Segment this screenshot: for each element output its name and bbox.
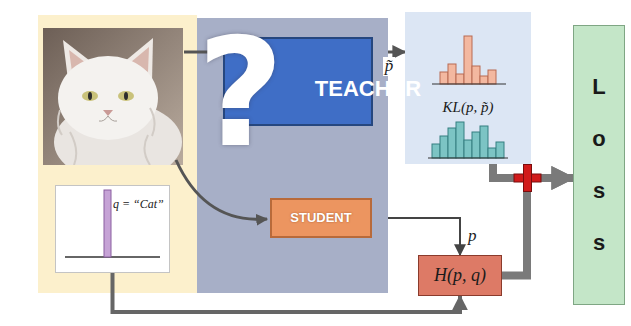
node-text: H(p, q) bbox=[434, 265, 486, 287]
histogram-axis bbox=[65, 256, 160, 258]
plus-bar bbox=[524, 165, 532, 192]
input-arrow bbox=[184, 51, 221, 54]
cat-nose bbox=[103, 110, 113, 116]
cat-mouth bbox=[99, 116, 117, 121]
cat-pupil bbox=[88, 92, 92, 100]
cat-fur bbox=[58, 108, 155, 165]
histogram-bar bbox=[480, 126, 488, 158]
distillation-panel: TEACHERSTUDENT? bbox=[197, 18, 388, 293]
teacher-histogram bbox=[432, 36, 506, 84]
input-arrow bbox=[176, 160, 267, 219]
node-text: STUDENT bbox=[290, 210, 351, 226]
student-box: STUDENT bbox=[270, 198, 372, 238]
cat-ear bbox=[63, 40, 94, 80]
histogram-bar bbox=[472, 66, 480, 84]
cat-ear bbox=[124, 38, 153, 82]
cat-eye bbox=[82, 91, 98, 101]
histogram-bar bbox=[104, 190, 111, 257]
edge-label: p̃ bbox=[383, 57, 396, 76]
kl-panel: KL(p, p̃) bbox=[405, 12, 531, 164]
histogram-bar bbox=[440, 136, 448, 158]
student-histogram bbox=[428, 122, 508, 158]
plus-symbol bbox=[514, 165, 541, 192]
histogram-bar bbox=[456, 122, 464, 158]
cat-ear-inner bbox=[131, 47, 149, 72]
cat-eye bbox=[118, 91, 134, 101]
histogram-bar bbox=[456, 74, 464, 84]
histogram-bar bbox=[480, 76, 488, 84]
histogram-bar bbox=[432, 144, 440, 158]
connector-arrow bbox=[493, 164, 573, 178]
histogram-bar bbox=[464, 36, 472, 84]
label-histogram-box: q = “Cat” bbox=[55, 185, 170, 273]
edge-label: p bbox=[466, 227, 479, 246]
node-text: TEACHER bbox=[315, 76, 421, 102]
node-text: ? bbox=[197, 18, 284, 168]
histogram-bar bbox=[464, 140, 472, 158]
cat-photo bbox=[43, 28, 183, 165]
histogram-bar bbox=[496, 142, 504, 158]
histogram-bar bbox=[488, 70, 496, 84]
histogram-bar bbox=[448, 64, 456, 84]
loss-box: L o s s bbox=[573, 25, 625, 305]
histogram-bar bbox=[448, 128, 456, 158]
histogram-axis bbox=[432, 84, 506, 85]
input-panel bbox=[38, 15, 197, 293]
cross-entropy-box: H(p, q) bbox=[418, 255, 502, 296]
plus-bar bbox=[514, 174, 541, 182]
cat-pupil bbox=[124, 92, 128, 100]
cat-head bbox=[58, 56, 158, 140]
node-text: L o s s bbox=[588, 61, 610, 269]
photo-background bbox=[43, 28, 183, 165]
connector-arrow bbox=[502, 178, 573, 276]
histogram-axis bbox=[428, 158, 508, 159]
node-text: KL(p, p̃) bbox=[443, 98, 494, 116]
label-histogram bbox=[65, 190, 160, 257]
plus-center bbox=[524, 175, 531, 182]
histogram-bar bbox=[472, 132, 480, 158]
cat-ear-inner bbox=[69, 50, 86, 72]
histogram-bar bbox=[440, 72, 448, 84]
cat-body bbox=[54, 102, 182, 165]
histogram-bar bbox=[488, 148, 496, 158]
node-text: q = “Cat” bbox=[113, 197, 164, 211]
